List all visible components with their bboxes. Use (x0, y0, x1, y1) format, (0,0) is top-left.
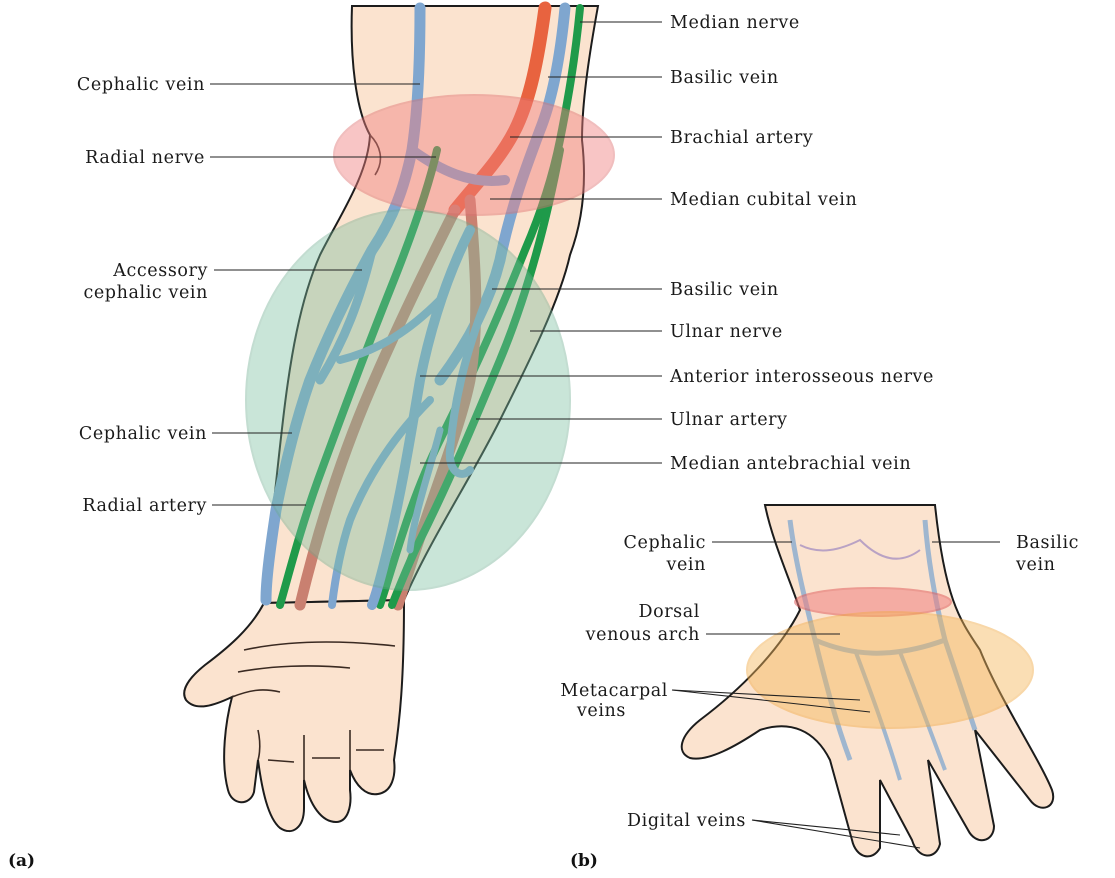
label-b-basilic-vein-line1: Basilic (1016, 533, 1079, 553)
label-cephalic-vein-lower: Cephalic vein (79, 424, 207, 444)
panel-label-b: (b) (570, 851, 598, 871)
label-b-dorsal-venous-arch-line1: Dorsal (638, 602, 700, 622)
label-basilic-vein-upper: Basilic vein (670, 68, 779, 88)
label-median-cubital-vein: Median cubital vein (670, 190, 857, 210)
label-b-digital-veins: Digital veins (627, 811, 746, 831)
panel-label-a: (a) (8, 851, 35, 871)
label-accessory-cephalic-vein-line1: Accessory (112, 261, 208, 281)
label-b-basilic-vein-line2: vein (1015, 555, 1056, 575)
label-b-cephalic-vein-line1: Cephalic (624, 533, 706, 553)
label-accessory-cephalic-vein-line2: cephalic vein (83, 283, 208, 303)
label-b-metacarpal-veins-line2: veins (576, 701, 626, 721)
label-basilic-vein-lower: Basilic vein (670, 280, 779, 300)
label-ulnar-artery: Ulnar artery (670, 410, 788, 430)
label-brachial-artery: Brachial artery (670, 128, 813, 148)
dorsal-hand-zone (747, 612, 1033, 728)
antecubital-zone (334, 95, 614, 215)
label-anterior-interosseous-nerve: Anterior interosseous nerve (669, 367, 934, 387)
label-b-metacarpal-veins-line1: Metacarpal (560, 681, 668, 701)
label-b-cephalic-vein-line2: vein (665, 555, 706, 575)
label-median-nerve: Median nerve (670, 13, 800, 33)
labels-panel-a-right: Median nerve Basilic vein Brachial arter… (669, 13, 934, 474)
forearm-zone (246, 210, 570, 590)
panel-letters: (a) (b) (8, 851, 598, 871)
hand-a-skin (184, 600, 404, 831)
hand-b-illustration (682, 505, 1053, 856)
label-ulnar-nerve: Ulnar nerve (670, 322, 783, 342)
labels-panel-a-left: Cephalic vein Radial nerve Accessory cep… (77, 75, 208, 516)
label-cephalic-vein-upper: Cephalic vein (77, 75, 205, 95)
label-radial-nerve: Radial nerve (85, 148, 205, 168)
label-median-antebrachial-vein: Median antebrachial vein (670, 454, 911, 474)
label-radial-artery: Radial artery (82, 496, 207, 516)
label-b-dorsal-venous-arch-line2: venous arch (585, 625, 700, 645)
